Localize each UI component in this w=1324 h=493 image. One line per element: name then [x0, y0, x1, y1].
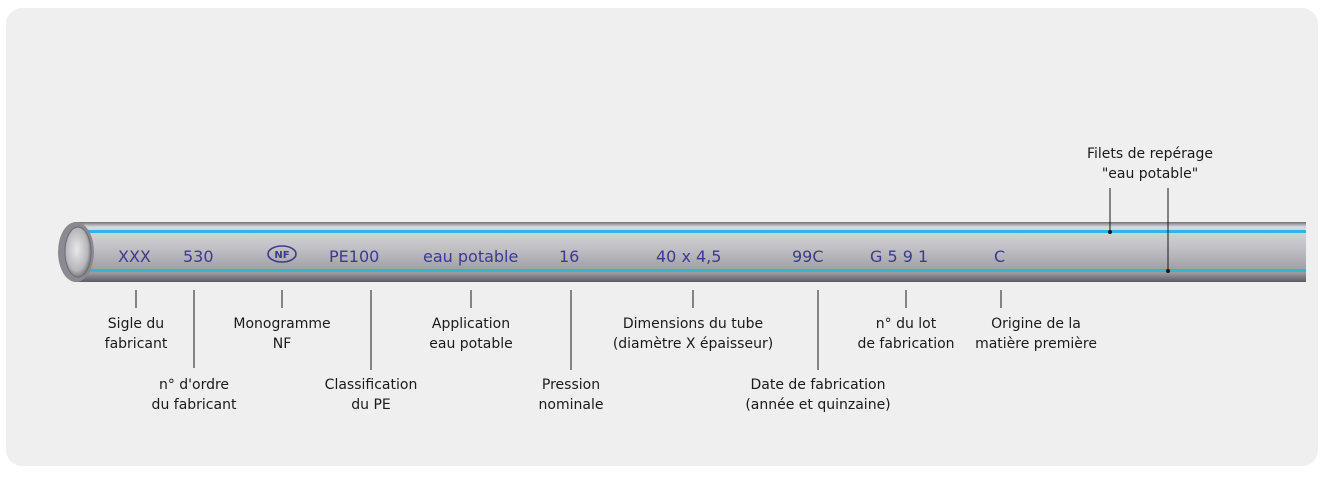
marking-dimensions: 40 x 4,5	[656, 247, 721, 266]
marking-order-number: 530	[183, 247, 214, 266]
stripe-top	[74, 230, 1306, 233]
label-date-fabrication: Date de fabrication(année et quinzaine)	[745, 377, 891, 413]
label-filets-reperage: Filets de repérage"eau potable"	[1086, 146, 1214, 182]
marking-lot: G 5 9 1	[870, 247, 928, 266]
label-dimensions: Dimensions du tube(diamètre X épaisseur)	[612, 316, 774, 352]
marking-pressure: 16	[559, 247, 579, 266]
marking-application: eau potable	[423, 247, 518, 266]
stripe-bottom	[74, 269, 1306, 272]
diagram-panel: XXX 530 NF PE100 eau potable 16 40 x 4,5…	[6, 8, 1318, 466]
pipe-diagram: XXX 530 NF PE100 eau potable 16 40 x 4,5…	[58, 188, 1306, 370]
leader-lines	[135, 188, 1169, 370]
marking-origin: C	[994, 247, 1005, 266]
nf-monogram-icon: NF	[267, 245, 297, 263]
marking-date: 99C	[792, 247, 824, 266]
marking-manufacturer: XXX	[118, 247, 151, 266]
marking-pe-class: PE100	[329, 247, 379, 266]
nf-monogram-text: NF	[274, 250, 289, 261]
